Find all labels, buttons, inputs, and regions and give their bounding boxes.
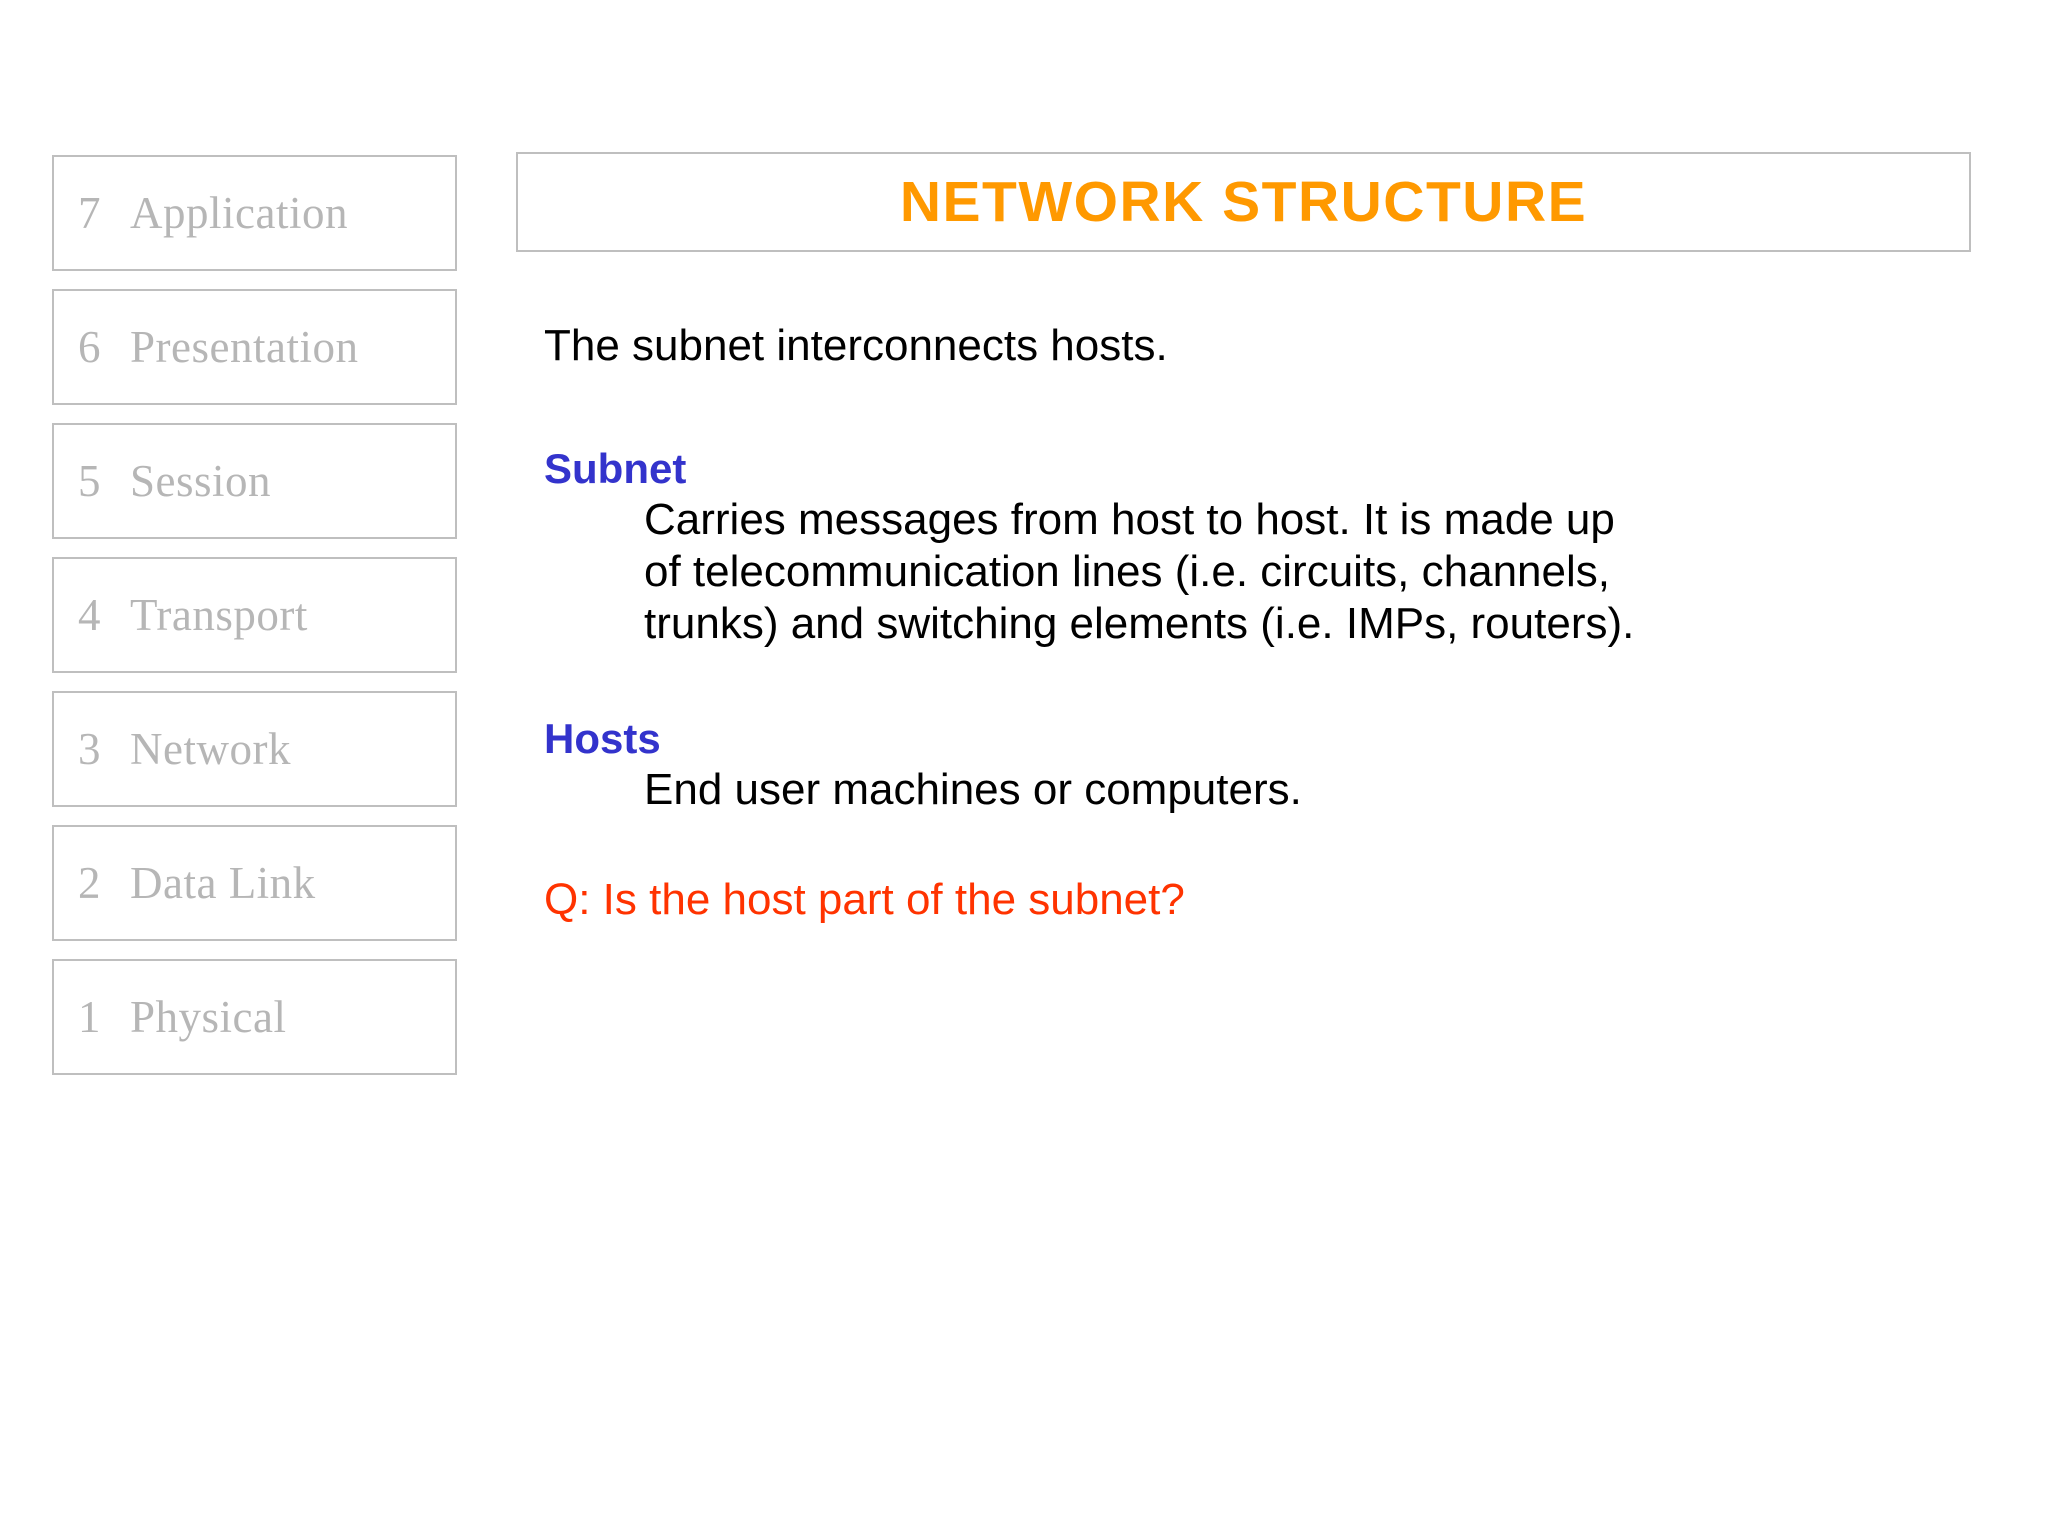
- section-body-hosts: End user machines or computers.: [644, 764, 1964, 816]
- osi-layer-presentation[interactable]: 6 Presentation: [52, 289, 457, 405]
- spacer: [544, 372, 1964, 444]
- spacer: [544, 816, 1964, 874]
- osi-layer-session[interactable]: 5 Session: [52, 423, 457, 539]
- osi-layer-label: Application: [130, 188, 348, 238]
- osi-layer-label: Data Link: [130, 858, 316, 908]
- section-body-subnet: Carries messages from host to host. It i…: [644, 494, 1964, 650]
- osi-layer-data-link[interactable]: 2 Data Link: [52, 825, 457, 941]
- osi-layer-label: Network: [130, 724, 291, 774]
- osi-layer-number: 3: [78, 724, 101, 774]
- osi-layer-label: Presentation: [130, 322, 359, 372]
- body-line: Carries messages from host to host. It i…: [644, 495, 1615, 545]
- osi-layer-physical[interactable]: 1 Physical: [52, 959, 457, 1075]
- slide-title-box: NETWORK STRUCTURE: [516, 152, 1971, 252]
- osi-layer-label: Physical: [130, 992, 287, 1042]
- osi-layer-network[interactable]: 3 Network: [52, 691, 457, 807]
- osi-layer-label: Transport: [130, 590, 308, 640]
- osi-layer-number: 5: [78, 456, 101, 506]
- osi-layer-label: Session: [130, 456, 272, 506]
- slide-body: The subnet interconnects hosts. Subnet C…: [544, 320, 1964, 926]
- lead-sentence: The subnet interconnects hosts.: [544, 321, 1168, 370]
- osi-layer-number: 7: [78, 188, 101, 238]
- spacer: [544, 650, 1964, 714]
- osi-layer-number: 1: [78, 992, 101, 1042]
- body-line: End user machines or computers.: [644, 765, 1302, 815]
- section-subnet: Subnet Carries messages from host to hos…: [544, 444, 1964, 650]
- section-heading-subnet: Subnet: [544, 444, 687, 492]
- osi-layer-application[interactable]: 7 Application: [52, 155, 457, 271]
- page-title: NETWORK STRUCTURE: [899, 170, 1588, 234]
- osi-layer-number: 4: [78, 590, 101, 640]
- section-hosts: Hosts End user machines or computers.: [544, 714, 1964, 816]
- section-heading-hosts: Hosts: [544, 715, 661, 763]
- osi-layer-stack: 7 Application 6 Presentation 5 Session 4…: [52, 155, 457, 1075]
- osi-layer-transport[interactable]: 4 Transport: [52, 557, 457, 673]
- osi-layer-number: 6: [78, 322, 101, 372]
- body-line: trunks) and switching elements (i.e. IMP…: [644, 599, 1635, 649]
- osi-layer-number: 2: [78, 858, 101, 908]
- body-line: of telecommunication lines (i.e. circuit…: [644, 547, 1610, 597]
- question-line: Q: Is the host part of the subnet?: [544, 875, 1185, 925]
